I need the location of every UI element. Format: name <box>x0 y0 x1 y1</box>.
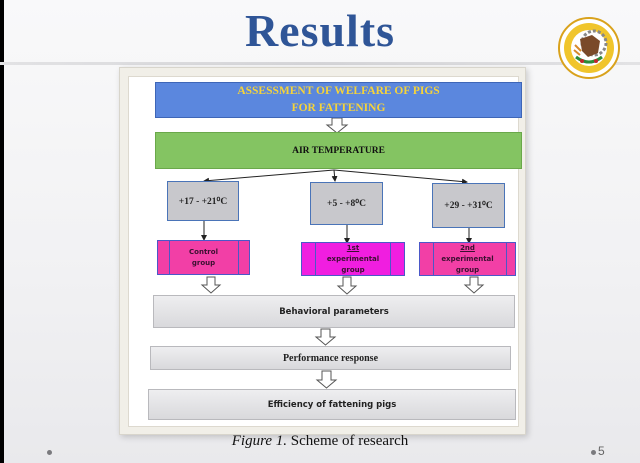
slide-title: Results <box>244 5 396 56</box>
group-label-line: group <box>191 258 216 267</box>
branch-line-left <box>203 169 335 184</box>
bullet-dot-left <box>47 450 52 455</box>
diagram-canvas: ASSESSMENT OF WELFARE OF PIGS FOR FATTEN… <box>128 76 522 427</box>
figure-caption: Figure 1. Scheme of research <box>0 433 640 450</box>
assessment-header-box: ASSESSMENT OF WELFARE OF PIGS FOR FATTEN… <box>155 82 522 118</box>
caption-text: Scheme of research <box>287 433 409 449</box>
page-number: 5 <box>598 444 605 458</box>
temperature-label: +29 - +31⁰C <box>444 201 493 211</box>
title-divider <box>0 62 640 65</box>
hollow-arrow-step1 <box>314 328 337 346</box>
bullet-dot-right <box>591 450 596 455</box>
figure-frame: ASSESSMENT OF WELFARE OF PIGS FOR FATTEN… <box>119 67 526 435</box>
step-label: Performance response <box>282 352 379 364</box>
group-label-line: Control <box>189 247 218 256</box>
group-label-line: experimental <box>441 254 494 263</box>
group-label-line: 2nd <box>460 243 475 252</box>
air-temperature-label: AIR TEMPERATURE <box>292 145 385 156</box>
air-temperature-box: AIR TEMPERATURE <box>155 132 522 169</box>
branch-line-center <box>331 169 338 182</box>
window-edge <box>0 0 4 463</box>
hollow-arrow-header <box>325 117 349 134</box>
step-label: Efficiency of fattening pigs <box>267 399 397 410</box>
hollow-arrow-step2 <box>315 370 338 389</box>
temperature-label: +5 - +8⁰C <box>327 199 366 209</box>
caption-label: Figure 1. <box>231 433 288 449</box>
group-box-exp1: 1st experimental group <box>301 242 405 276</box>
temperature-box-exp1: +5 - +8⁰C <box>310 182 383 225</box>
header-line-2: FOR FATTENING <box>291 102 386 114</box>
hollow-arrow-group1 <box>200 276 222 294</box>
temperature-label: +17 - +21⁰C <box>178 196 228 207</box>
behavioral-parameters-box: Behavioral parameters <box>153 295 515 328</box>
group-label-line: group <box>341 265 365 274</box>
hollow-arrow-group2 <box>336 276 358 295</box>
efficiency-box: Efficiency of fattening pigs <box>148 389 516 420</box>
performance-response-box: Performance response <box>150 346 511 370</box>
temperature-box-exp2: +29 - +31⁰C <box>432 183 505 228</box>
university-emblem-icon <box>558 17 620 79</box>
group-label-line: 1st <box>346 243 360 252</box>
connectors <box>200 117 485 389</box>
group-label-line: group <box>455 265 480 274</box>
step-label: Behavioral parameters <box>279 306 389 317</box>
group-box-control: Control group <box>157 240 250 275</box>
hollow-arrow-group3 <box>463 276 485 294</box>
header-line-1: ASSESSMENT OF WELFARE OF PIGS <box>237 85 440 97</box>
branch-line-right <box>333 169 468 185</box>
temperature-box-control: +17 - +21⁰C <box>167 181 239 221</box>
group-label-line: experimental <box>326 254 380 263</box>
group-box-exp2: 2nd experimental group <box>419 242 516 276</box>
